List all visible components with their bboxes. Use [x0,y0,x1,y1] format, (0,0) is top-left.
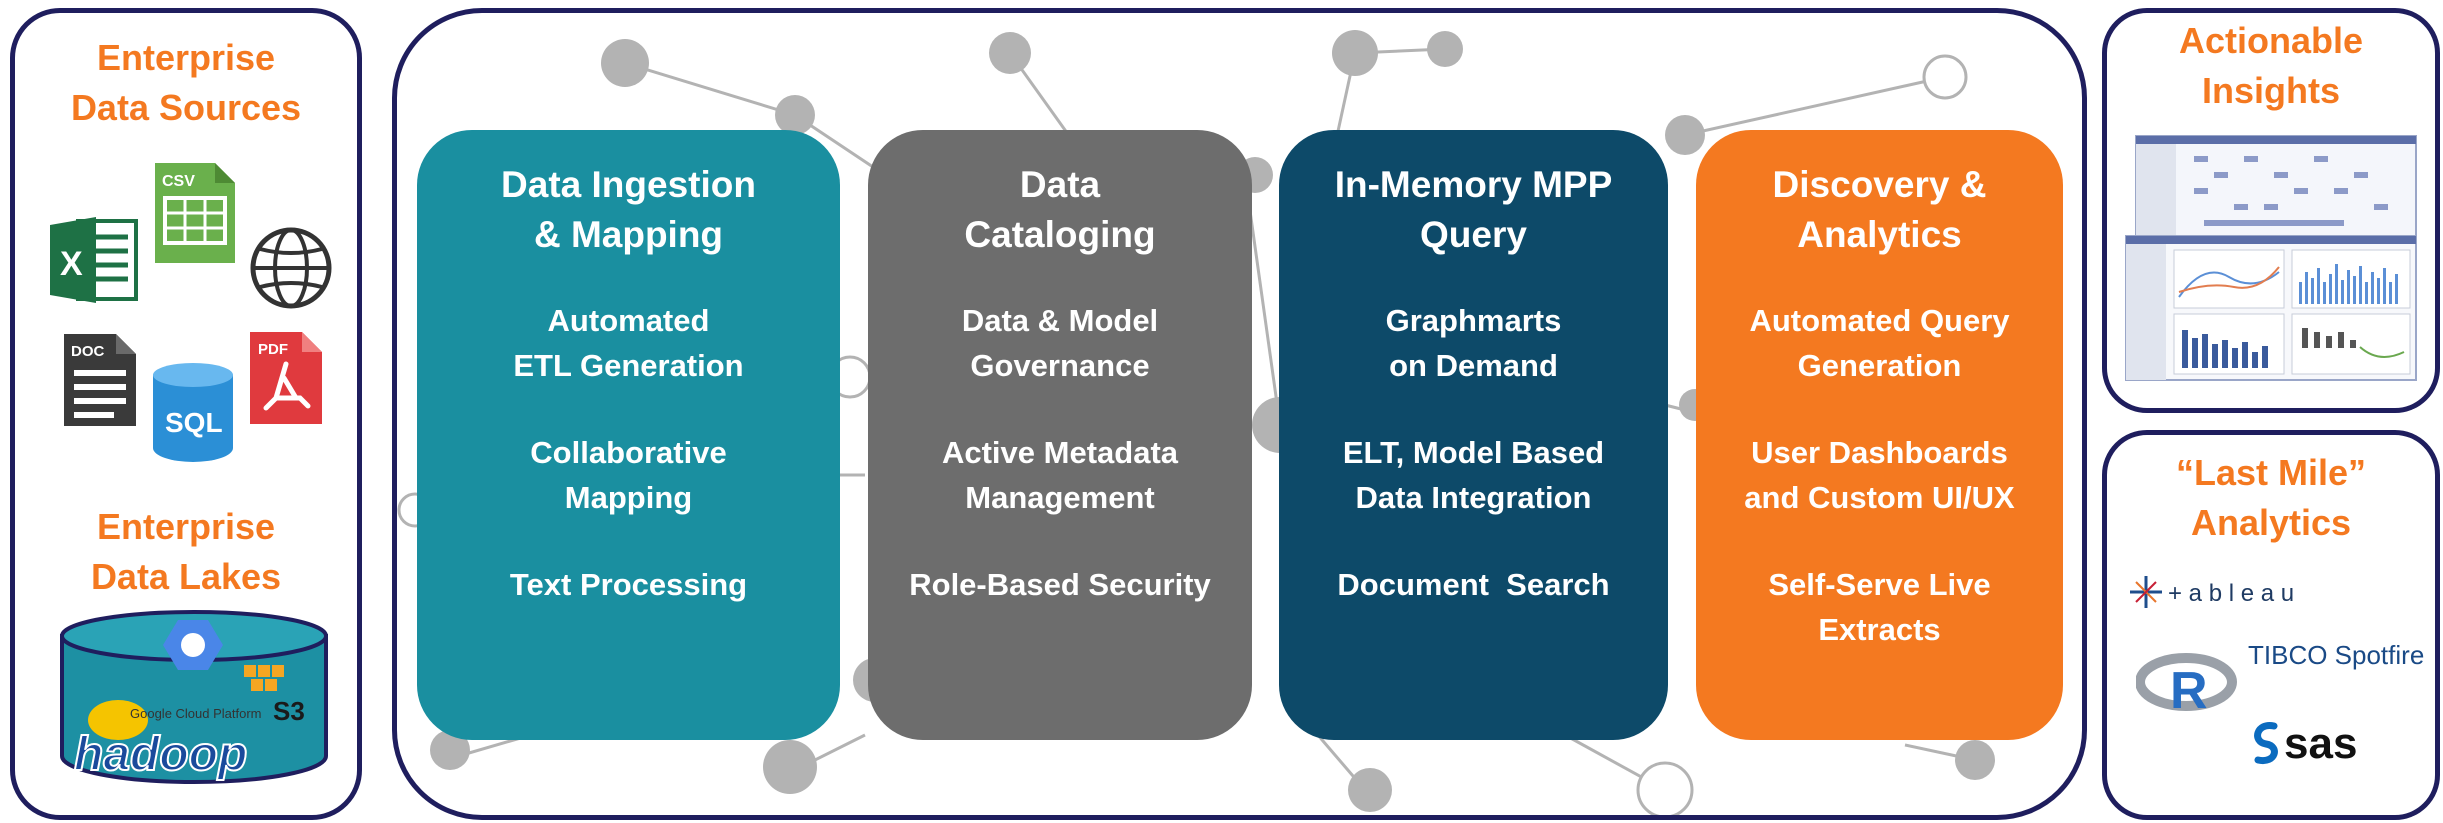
stage-title: Discovery &Analytics [1772,164,1987,255]
dashboard-screenshots-icon [2125,135,2417,381]
stage-item: Text Processing [509,567,748,602]
svg-text:SQL: SQL [165,407,223,438]
tableau-logo: + a b l e a u [2130,576,2294,608]
csv-file-icon: CSV [155,163,235,263]
doc-file-icon: DOC [64,334,136,426]
svg-text:R: R [2170,662,2208,720]
svg-text:sas: sas [2284,719,2357,768]
svg-text:CSV: CSV [162,173,195,190]
lakes-heading-line2: Data Lakes [90,556,282,597]
aws-s3-icon [244,665,284,691]
lakes-heading: Enterprise Data Lakes [10,502,362,602]
stage-item: Role-Based Security [909,567,1211,602]
last-mile-heading-line1: “Last Mile” [2175,452,2367,493]
insights-heading-line1: Actionable [2178,20,2364,61]
data-lake-icon: S3 Google Cloud Platform hadoop [60,610,328,784]
sources-heading: Enterprise Data Sources [10,33,362,133]
svg-text:X: X [60,245,83,283]
svg-text:S3: S3 [273,696,305,726]
hadoop-elephant-icon [88,700,148,740]
svg-text:+ a b l e a u: + a b l e a u [2168,580,2294,607]
r-logo: R [2136,653,2237,720]
svg-text:DOC: DOC [71,343,105,360]
svg-text:PDF: PDF [258,341,288,358]
sources-heading-line2: Data Sources [70,87,302,128]
stage-item: Document Search [1337,567,1610,602]
svg-text:TIBCO Spotfire: TIBCO Spotfire [2248,640,2424,670]
last-mile-heading: “Last Mile” Analytics [2102,448,2440,548]
insights-heading: Actionable Insights [2102,16,2440,116]
insights-heading-line2: Insights [2201,70,2340,111]
sql-database-icon: SQL [153,363,233,462]
lakes-heading-line1: Enterprise [96,506,276,547]
sources-heading-line1: Enterprise [96,37,276,78]
tibco-spotfire-logo: TIBCO Spotfire [2248,640,2424,670]
stage-title: Data Ingestion& Mapping [501,164,756,255]
svg-text:Google Cloud Platform: Google Cloud Platform [130,706,262,721]
pdf-file-icon: PDF [250,332,322,424]
sas-logo: sas [2254,719,2357,768]
globe-icon [250,227,332,309]
svg-text:hadoop: hadoop [74,728,247,781]
last-mile-heading-line2: Analytics [2190,502,2352,543]
excel-file-icon: X [50,217,138,303]
